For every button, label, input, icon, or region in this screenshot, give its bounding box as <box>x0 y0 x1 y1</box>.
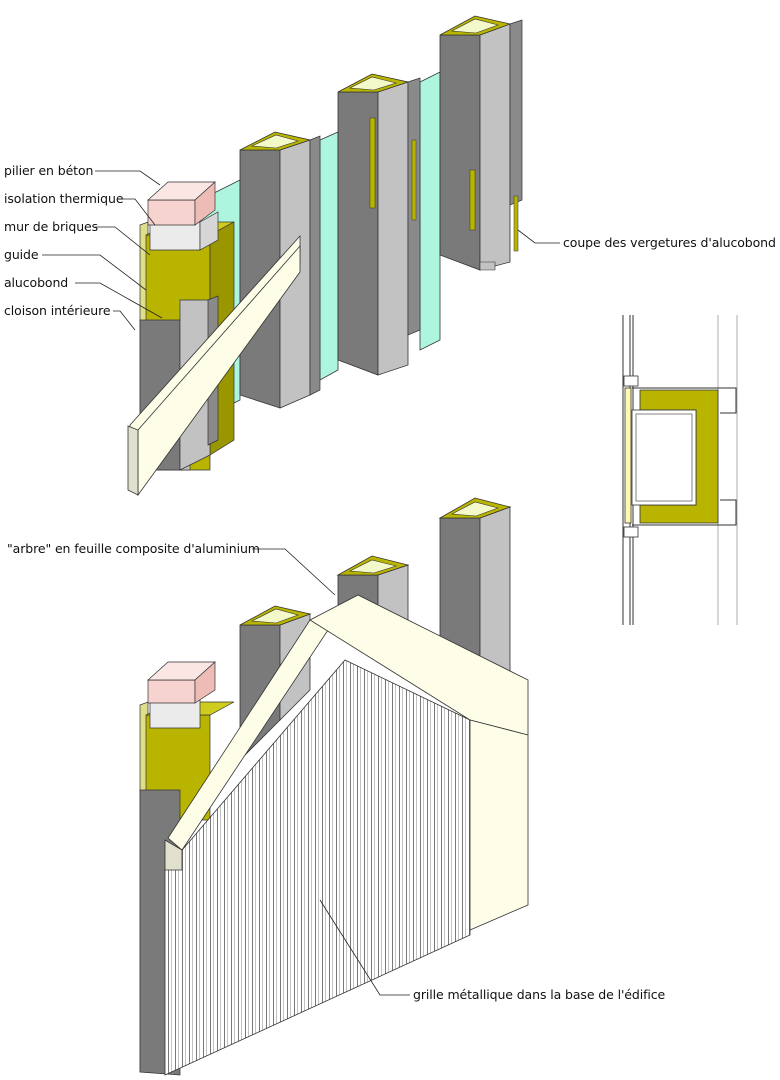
label-isolation-thermique: isolation thermique <box>4 191 124 206</box>
label-guide: guide <box>4 247 39 262</box>
label-coupe-vergetures: coupe des vergetures d'alucobond <box>563 235 776 250</box>
column-4 <box>439 15 523 271</box>
label-cloison-interieure: cloison intérieure <box>4 303 111 318</box>
label-grille-metallique: grille métallique dans la base de l'édif… <box>413 987 666 1002</box>
section-detail <box>622 315 738 625</box>
label-alucobond: alucobond <box>4 275 69 290</box>
metal-grille <box>164 659 471 1076</box>
top-isometric-view <box>127 15 523 497</box>
leader-lines <box>42 170 560 996</box>
label-arbre-composite: "arbre" en feuille composite d'aluminium <box>7 541 260 556</box>
label-mur-briques: mur de briques <box>4 219 99 234</box>
tree-panel <box>164 594 529 931</box>
label-pilier-beton: pilier en béton <box>4 163 94 178</box>
diagonal-panel <box>127 234 301 497</box>
bottom-isometric-view <box>139 497 529 1076</box>
column-3 <box>337 73 421 376</box>
